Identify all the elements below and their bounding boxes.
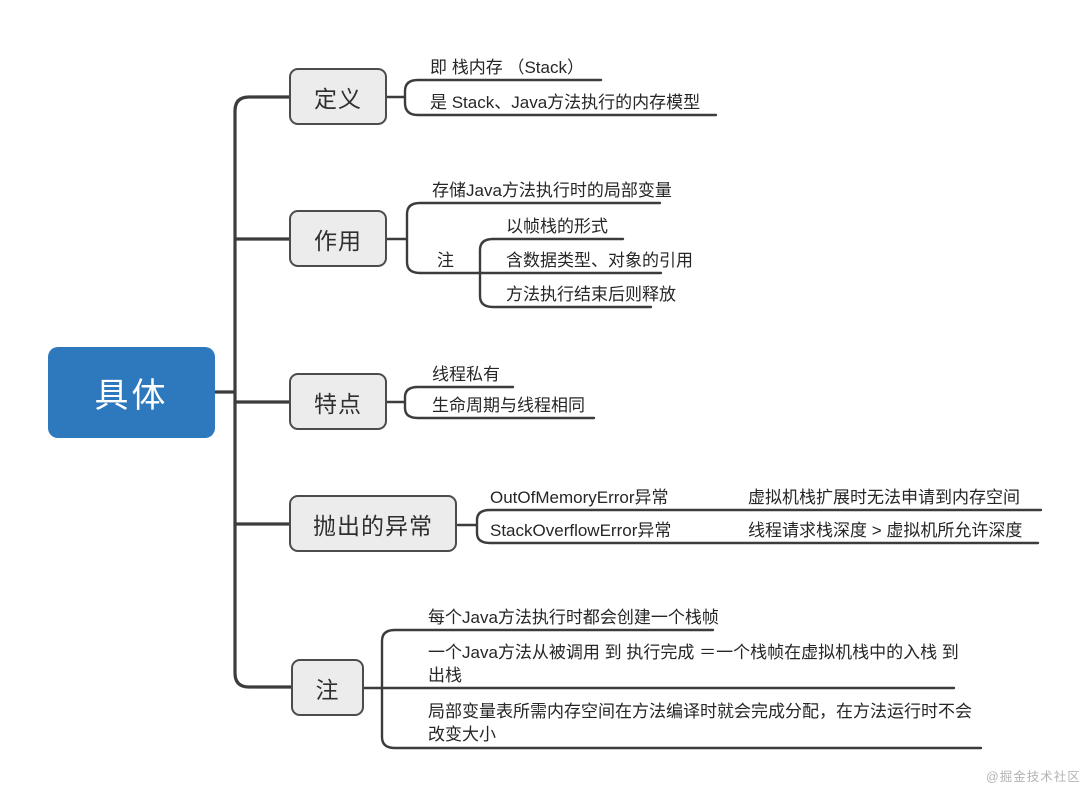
leaf-exc-sof[interactable]: StackOverflowError异常 xyxy=(490,521,672,540)
node-note-label: 注 xyxy=(315,676,340,703)
node-exceptions-label: 抛出的异常 xyxy=(313,512,433,539)
leaf-feat-thread-private[interactable]: 线程私有 xyxy=(432,365,500,384)
leaf-exc-sof-desc[interactable]: 线程请求栈深度 > 虚拟机所允许深度 xyxy=(748,521,1023,540)
leaf-feat-lifecycle[interactable]: 生命周期与线程相同 xyxy=(432,396,585,415)
leaf-func-frame-stack[interactable]: 以帧栈的形式 xyxy=(506,217,608,236)
leaf-func-note-label[interactable]: 注 xyxy=(437,251,454,270)
leaf-note-local-var-table[interactable]: 局部变量表所需内存空间在方法编译时就会完成分配，在方法运行时不会改变大小 xyxy=(428,702,972,744)
node-features-label: 特点 xyxy=(314,390,362,417)
node-features[interactable]: 特点 xyxy=(289,373,387,430)
leaf-exc-oom[interactable]: OutOfMemoryError异常 xyxy=(490,488,669,507)
leaf-note-stack-frame[interactable]: 每个Java方法执行时都会创建一个栈帧 xyxy=(428,608,719,627)
root-node[interactable]: 具体 xyxy=(48,347,215,438)
leaf-func-release[interactable]: 方法执行结束后则释放 xyxy=(506,285,676,304)
bracket-exceptions xyxy=(475,508,1043,545)
bracket-function xyxy=(405,201,662,275)
watermark: @掘金技术社区 xyxy=(986,770,1080,784)
node-note[interactable]: 注 xyxy=(291,659,364,716)
node-function[interactable]: 作用 xyxy=(289,210,387,267)
leaf-def-stack-memory[interactable]: 即 栈内存 （Stack） xyxy=(430,58,584,77)
node-definition[interactable]: 定义 xyxy=(289,68,387,125)
leaf-func-data-types[interactable]: 含数据类型、对象的引用 xyxy=(506,251,693,270)
leaf-def-memory-model[interactable]: 是 Stack、Java方法执行的内存模型 xyxy=(430,93,701,112)
bracket-definition xyxy=(403,78,718,117)
leaf-note-push-pop[interactable]: 一个Java方法从被调用 到 执行完成 ＝一个栈帧在虚拟机栈中的入栈 到 出栈 xyxy=(428,643,959,685)
leaf-func-local-vars[interactable]: 存储Java方法执行时的局部变量 xyxy=(432,181,672,200)
node-exceptions[interactable]: 抛出的异常 xyxy=(289,495,457,552)
trunk-line xyxy=(233,95,293,689)
root-label: 具体 xyxy=(94,377,169,415)
bracket-function-note xyxy=(478,237,653,309)
node-function-label: 作用 xyxy=(314,227,362,254)
leaf-exc-oom-desc[interactable]: 虚拟机栈扩展时无法申请到内存空间 xyxy=(748,488,1020,507)
node-definition-label: 定义 xyxy=(314,85,362,112)
bracket-features xyxy=(403,385,596,420)
